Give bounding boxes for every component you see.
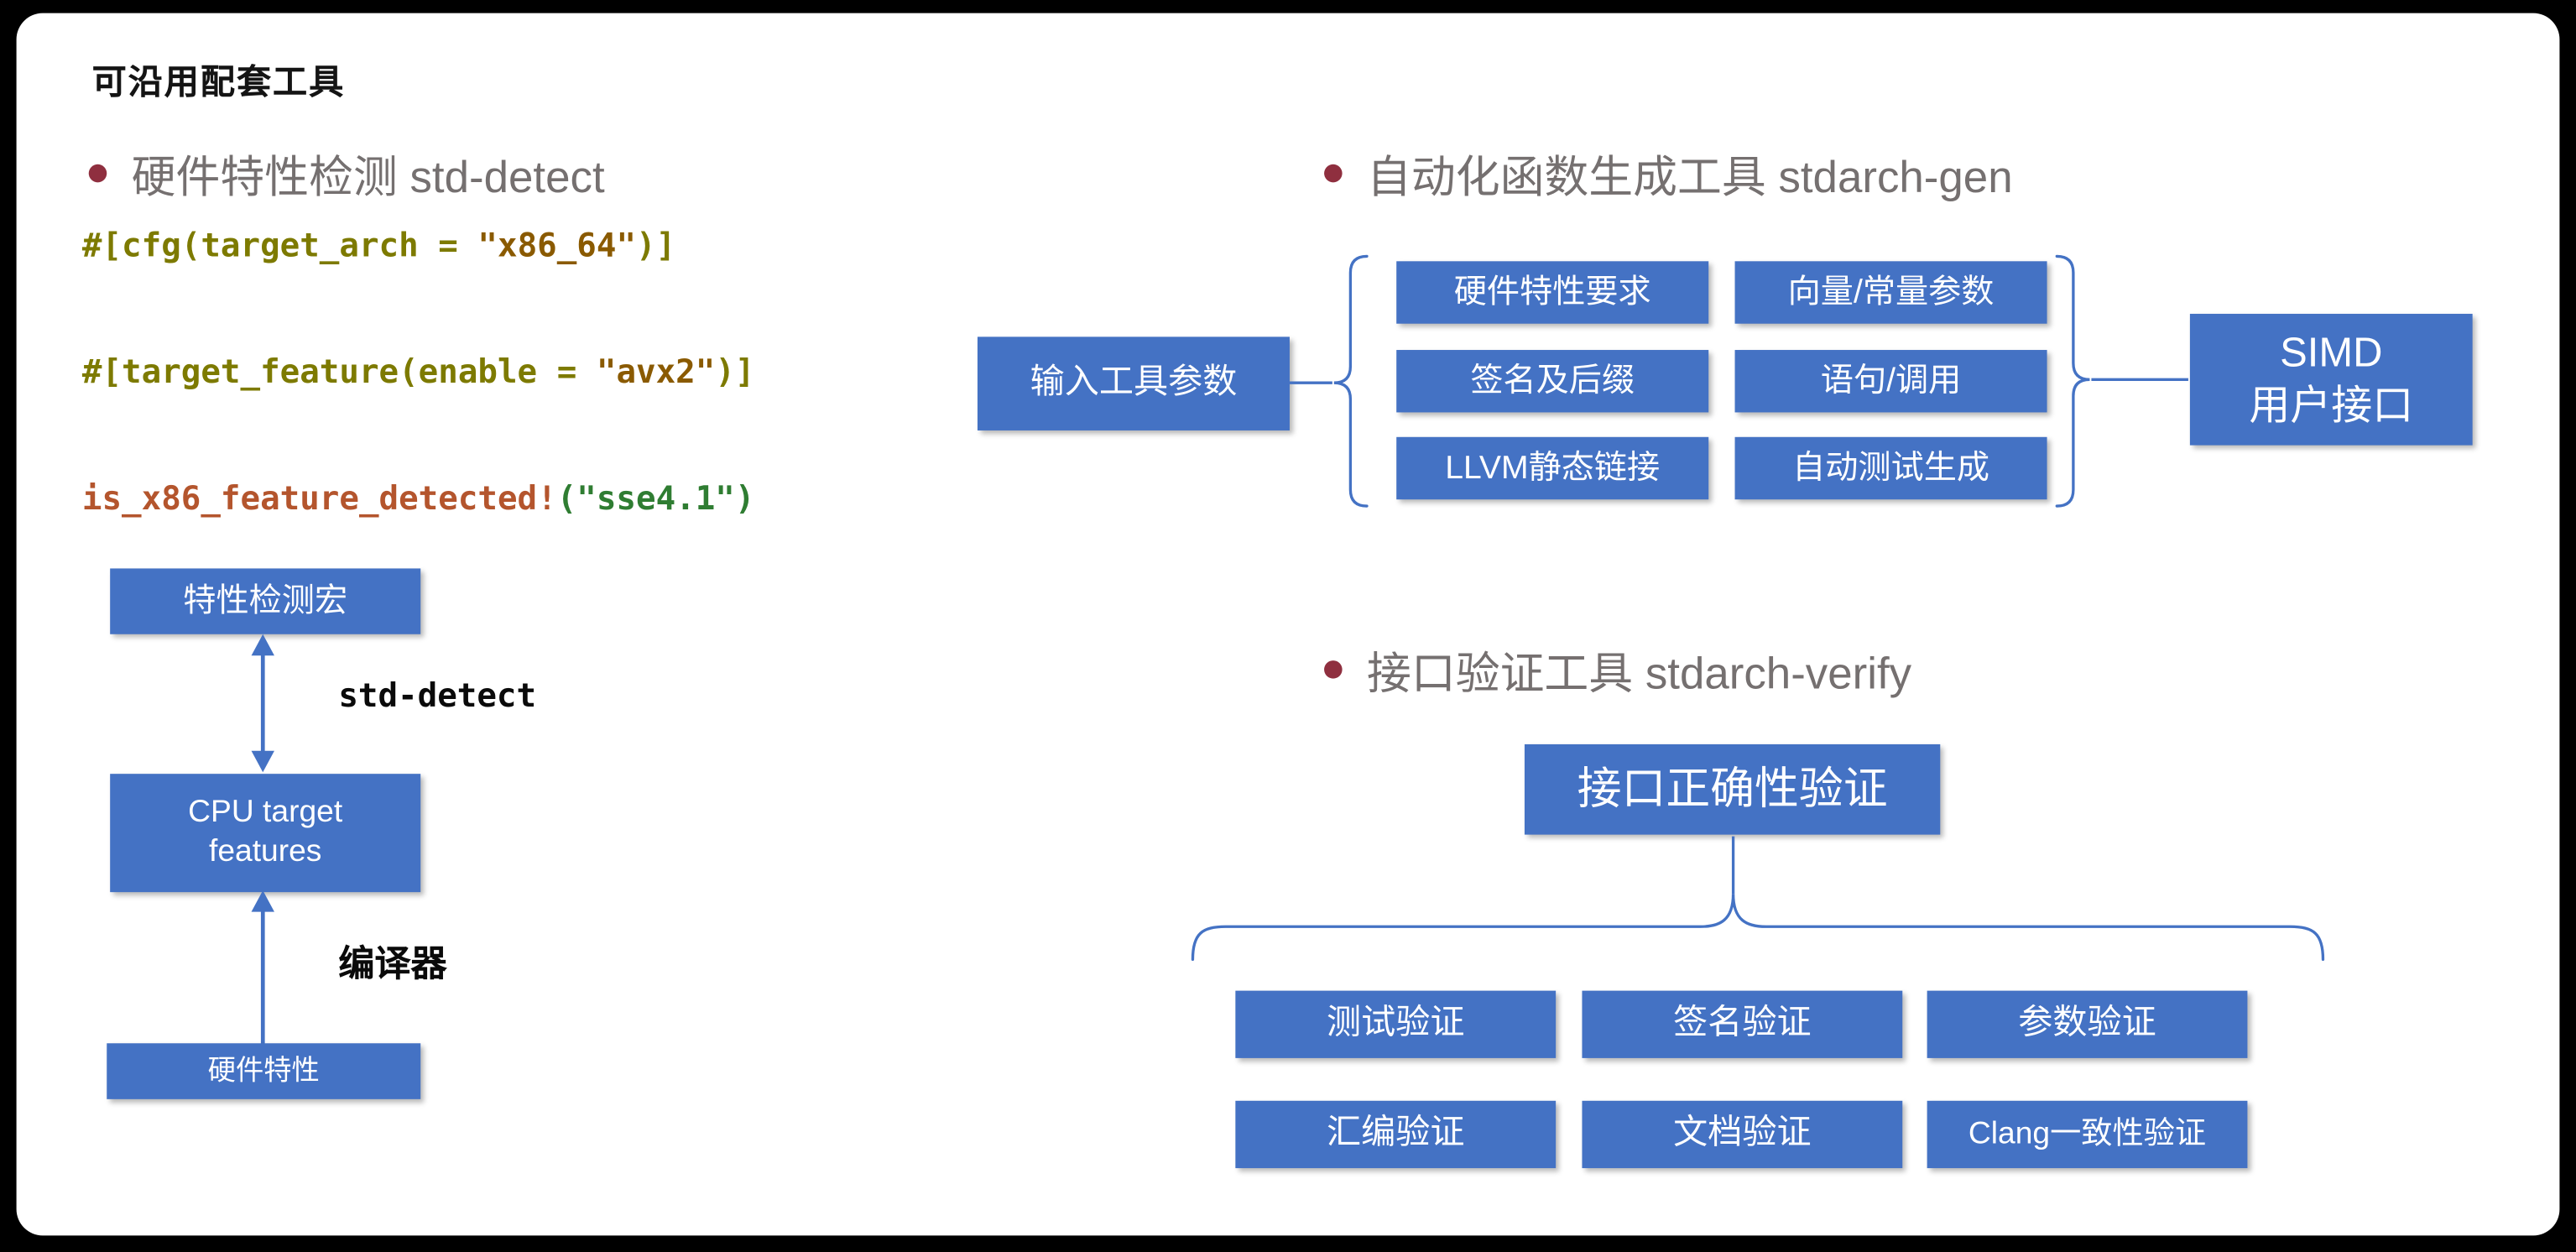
- code-token: )]: [636, 225, 676, 265]
- code-line-macro: is_x86_feature_detected!("sse4.1"): [82, 477, 755, 519]
- section-heading-stdarch-gen: 自动化函数生成工具 stdarch-gen: [1324, 141, 2013, 205]
- code-line-cfg: #[cfg(target_arch = "x86_64")]: [82, 223, 755, 266]
- simd-box-line2: 用户接口: [2249, 383, 2414, 430]
- verify-grid-box: Clang一致性验证: [1927, 1100, 2248, 1169]
- code-line-target-feature: #[target_feature(enable = "avx2")]: [82, 350, 755, 393]
- section-heading-stdarch-verify: 接口验证工具 stdarch-verify: [1324, 638, 1911, 702]
- gen-grid-box: 硬件特性要求: [1396, 261, 1709, 324]
- cpu-target-features-box: CPU target features: [110, 774, 421, 893]
- code-token: )]: [715, 351, 755, 391]
- interface-verification-box: 接口正确性验证: [1524, 743, 1941, 835]
- cpu-box-line2: features: [208, 834, 322, 869]
- verify-grid-box: 文档验证: [1582, 1100, 1903, 1169]
- verify-grid-box: 签名验证: [1582, 990, 1903, 1058]
- gen-grid-box: 语句/调用: [1734, 350, 2047, 413]
- std-detect-arrow-label: std-detect: [338, 675, 537, 715]
- bottom-brace-icon: [1191, 836, 2325, 962]
- section-heading-std-detect: 硬件特性检测 std-detect: [88, 141, 605, 205]
- bullet-icon: [1324, 660, 1343, 679]
- left-brace-icon: [1333, 254, 1369, 508]
- cpu-box-line1: CPU target: [188, 796, 343, 831]
- heading-text-std-detect: 硬件特性检测 std-detect: [131, 153, 605, 202]
- heading-text-stdarch-gen: 自动化函数生成工具 stdarch-gen: [1366, 153, 2013, 202]
- compiler-arrow-label: 编译器: [338, 942, 447, 984]
- verify-grid-box: 参数验证: [1927, 990, 2248, 1058]
- gen-grid-box: 向量/常量参数: [1734, 261, 2047, 324]
- gen-grid-box: LLVM静态链接: [1396, 436, 1709, 500]
- slide: 可沿用配套工具 硬件特性检测 std-detect #[cfg(target_a…: [16, 13, 2560, 1236]
- simd-user-api-box: SIMD 用户接口: [2189, 313, 2473, 446]
- gen-grid-box: 自动测试生成: [1734, 436, 2047, 500]
- bullet-icon: [88, 164, 107, 183]
- code-token: #[cfg(target_arch =: [81, 225, 478, 265]
- code-token-string: "avx2": [596, 351, 716, 391]
- slide-title: 可沿用配套工具: [91, 64, 346, 102]
- code-token: #[target_feature(enable =: [81, 351, 597, 391]
- verify-grid-box: 汇编验证: [1235, 1100, 1557, 1169]
- double-arrow-icon: [251, 634, 274, 773]
- code-token-string: ("sse4.1"): [556, 477, 755, 518]
- code-token-macro: is_x86_feature_detected!: [81, 477, 557, 518]
- gen-grid-box: 签名及后缀: [1396, 350, 1709, 413]
- up-arrow-icon: [251, 890, 274, 1046]
- hardware-features-box: 硬件特性: [107, 1043, 421, 1099]
- input-params-box: 输入工具参数: [977, 336, 1290, 430]
- code-token-string: "x86_64": [477, 225, 637, 265]
- code-block: #[cfg(target_arch = "x86_64")] #[target_…: [82, 223, 755, 603]
- bullet-icon: [1324, 164, 1343, 183]
- right-brace-icon: [2055, 254, 2090, 508]
- gen-braces: [1289, 254, 2188, 508]
- verify-grid-box: 测试验证: [1235, 990, 1557, 1058]
- heading-text-stdarch-verify: 接口验证工具 stdarch-verify: [1366, 649, 1912, 699]
- feature-detect-macro-box: 特性检测宏: [110, 568, 421, 634]
- simd-box-line1: SIMD: [2280, 329, 2383, 376]
